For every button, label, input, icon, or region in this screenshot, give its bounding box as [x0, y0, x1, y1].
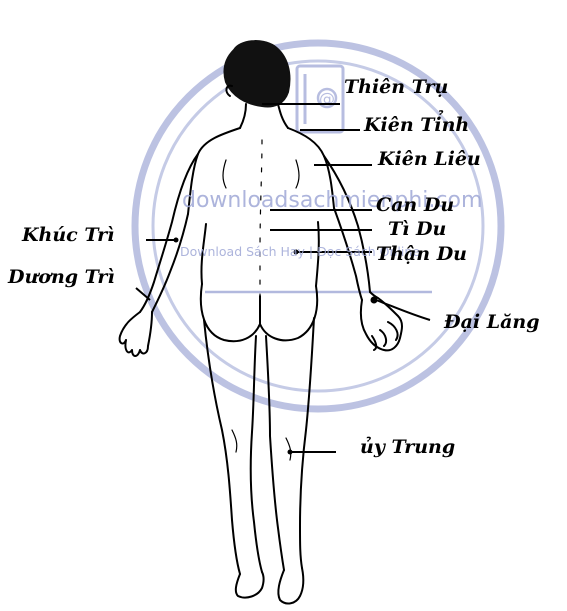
- spine-line: [260, 140, 262, 296]
- point-dai-lang: [371, 297, 378, 304]
- right-leg-outer: [300, 318, 314, 568]
- label-ti-du: Tì Du: [388, 220, 446, 239]
- label-duong-tri: Dương Trì: [8, 268, 115, 287]
- label-kien-lieu: Kiên Liêu: [378, 150, 481, 169]
- point-uy-trung: [288, 450, 293, 455]
- label-khuc-tri: Khúc Trì: [22, 226, 114, 245]
- label-uy-trung: ủy Trung: [360, 438, 455, 457]
- right-foot: [278, 568, 303, 603]
- right-fingers: [372, 322, 398, 350]
- neck: [240, 104, 288, 128]
- label-dai-lang: Đại Lăng: [444, 313, 540, 332]
- knee-marks: [232, 430, 291, 460]
- right-hand: [361, 292, 402, 350]
- svg-text:@: @: [319, 89, 335, 108]
- right-leg-inner: [266, 336, 284, 570]
- book-icon: @: [297, 66, 343, 132]
- label-kien-tinh: Kiên Tỉnh: [364, 116, 469, 135]
- left-foot: [236, 572, 264, 598]
- label-can-du: Can Du: [376, 196, 454, 215]
- point-khuc-tri: [174, 238, 179, 243]
- hair: [224, 41, 289, 106]
- left-hand: [120, 312, 152, 356]
- label-thien-tru: Thiên Trụ: [344, 78, 448, 97]
- label-than-du: Thận Du: [376, 245, 467, 264]
- left-leg-outer: [204, 320, 240, 574]
- left-leg-inner: [251, 336, 262, 572]
- leader-dai-lang: [376, 300, 430, 320]
